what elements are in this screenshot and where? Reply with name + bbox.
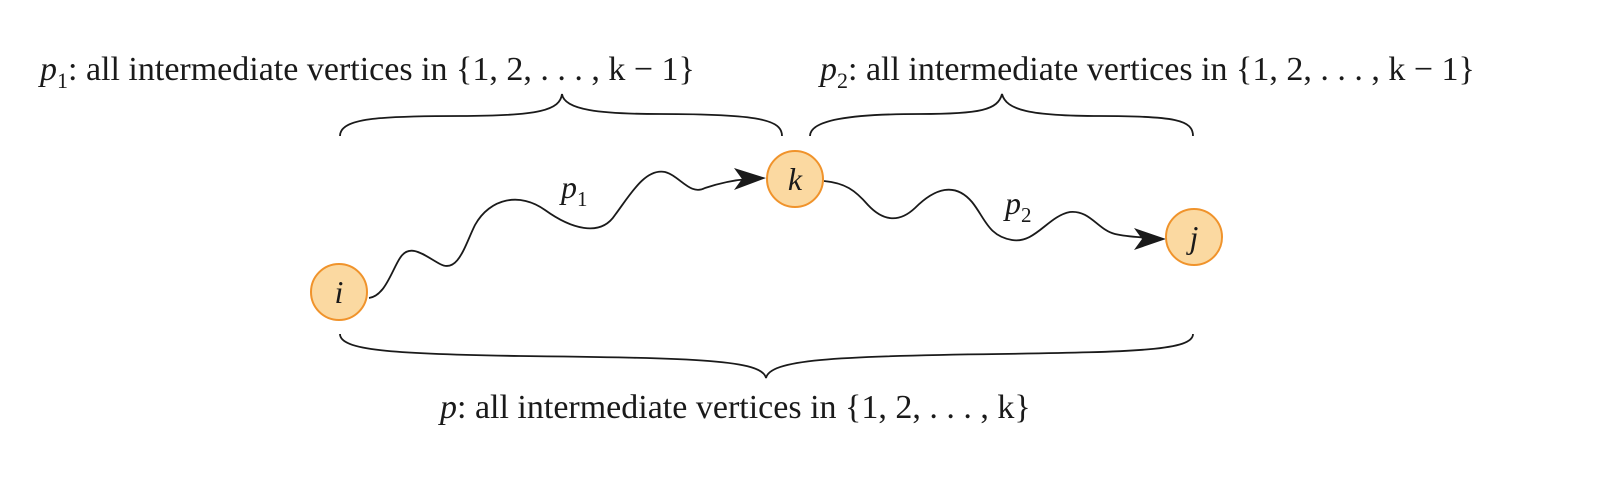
path-p1-edge xyxy=(368,170,749,299)
path-p1-arrowhead xyxy=(734,168,766,190)
annotation-top-right: p2: all intermediate vertices in {1, 2, … xyxy=(818,51,1475,93)
path-p2-edge xyxy=(823,180,1151,242)
vertex-i: i xyxy=(310,263,368,321)
annotation-bottom-symbol: p xyxy=(438,389,457,426)
annotation-bottom-set: {1, 2, . . . , k} xyxy=(845,389,1031,426)
path-p1-label-subscript: 1 xyxy=(577,187,588,211)
vertex-k-label: k xyxy=(788,161,803,197)
path-p1-label: p1 xyxy=(559,169,588,211)
vertex-k-circle xyxy=(766,150,824,208)
vertex-j-label: j xyxy=(1186,219,1199,255)
vertex-i-label: i xyxy=(335,274,344,310)
path-p1-label-symbol: p xyxy=(559,169,577,205)
annotation-top-left: p1: all intermediate vertices in {1, 2, … xyxy=(38,51,695,93)
annotation-top-right-symbol: p xyxy=(818,51,837,88)
path-p2-label-symbol: p xyxy=(1003,185,1021,221)
vertex-j: j xyxy=(1165,208,1223,266)
vertex-k: k xyxy=(766,150,824,208)
annotation-bottom: p: all intermediate vertices in {1, 2, .… xyxy=(438,389,1031,426)
vertex-j-circle xyxy=(1165,208,1223,266)
brace-top-left xyxy=(339,93,783,137)
path-p2-arrowhead xyxy=(1134,228,1166,250)
annotation-bottom-text: : all intermediate vertices in xyxy=(457,389,845,426)
vertex-i-circle xyxy=(310,263,368,321)
brace-bottom xyxy=(339,333,1194,379)
annotation-top-right-text: : all intermediate vertices in xyxy=(848,51,1236,88)
annotation-top-left-symbol: p xyxy=(38,51,57,88)
path-p2-label: p2 xyxy=(1003,185,1032,227)
annotation-top-right-set: {1, 2, . . . , k − 1} xyxy=(1236,51,1475,88)
annotation-top-left-subscript: 1 xyxy=(57,68,68,93)
annotation-top-left-text: : all intermediate vertices in xyxy=(68,51,456,88)
annotation-top-right-subscript: 2 xyxy=(837,68,848,93)
annotation-top-left-set: {1, 2, . . . , k − 1} xyxy=(456,51,695,88)
path-p2-label-subscript: 2 xyxy=(1021,203,1032,227)
brace-top-right xyxy=(809,93,1194,137)
